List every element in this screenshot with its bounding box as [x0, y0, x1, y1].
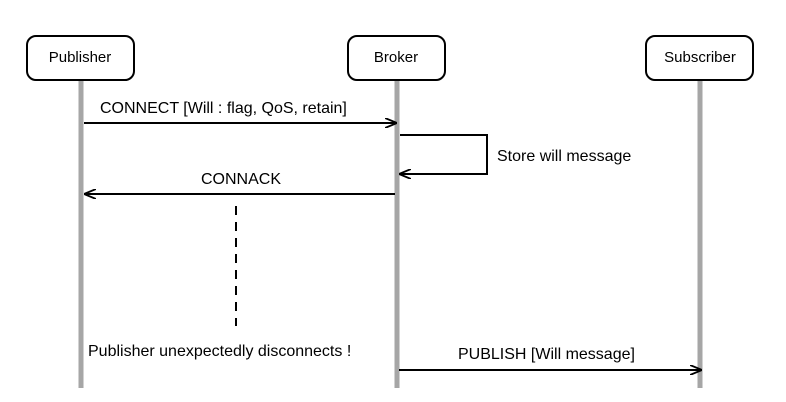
publisher-box [26, 35, 135, 81]
publish-message: PUBLISH [Will message] [399, 346, 701, 370]
broker-box [347, 35, 446, 81]
store-will-message: Store will message [400, 134, 631, 174]
connack-message: CONNACK [85, 171, 395, 194]
publisher-actor: Publisher [26, 35, 135, 81]
connack-label: CONNACK [201, 171, 281, 188]
store-label: Store will message [497, 148, 631, 165]
connect-message: CONNECT [Will : flag, QoS, retain] [84, 100, 396, 123]
broker-actor: Broker [347, 35, 446, 81]
disconnect-note: Publisher unexpectedly disconnects ! [88, 343, 351, 360]
store-loop-arrow [400, 134, 488, 174]
broker-label: Broker [374, 49, 418, 66]
publish-label: PUBLISH [Will message] [458, 346, 635, 363]
subscriber-label: Subscriber [664, 49, 736, 66]
subscriber-actor: Subscriber [645, 35, 754, 81]
publisher-label: Publisher [49, 49, 112, 66]
connect-label: CONNECT [Will : flag, QoS, retain] [100, 100, 347, 117]
subscriber-box [645, 35, 754, 81]
